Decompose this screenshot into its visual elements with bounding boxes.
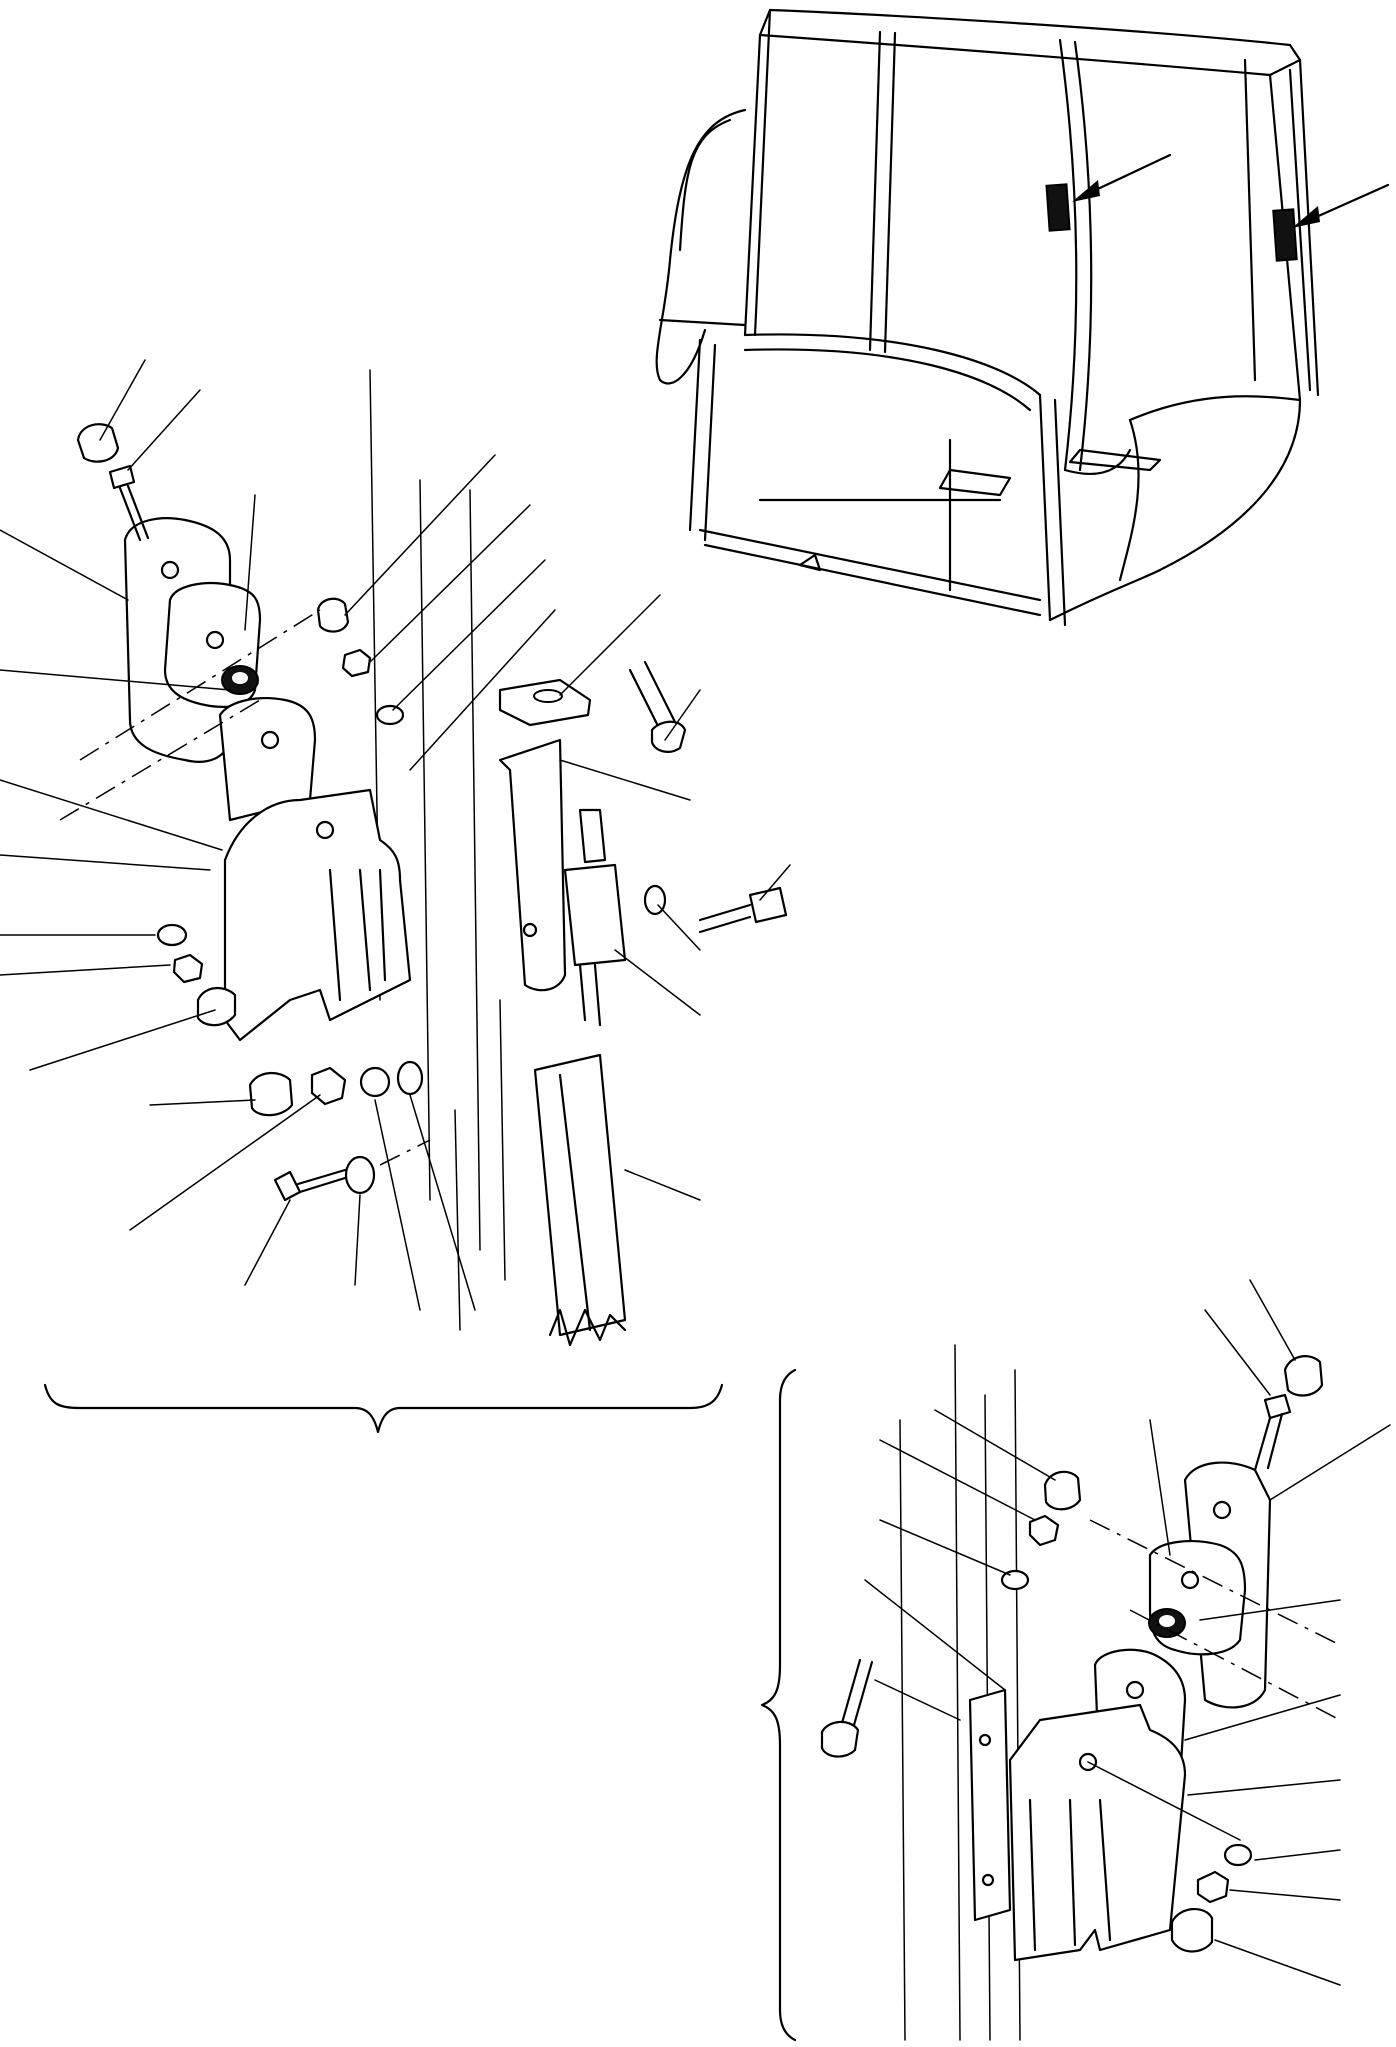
- cab-side-frame: [1048, 38, 1320, 622]
- bolt-left-right-view: [820, 1658, 874, 1758]
- acorn-nut-bottom: [248, 1072, 294, 1117]
- cab-overview: [655, 8, 1390, 627]
- grouping-brace-horizontal: [43, 1383, 724, 1434]
- screw-top-right: [1253, 1393, 1292, 1472]
- hinge-assembly-left: [0, 359, 791, 1347]
- washer-small-right: [1000, 1569, 1030, 1591]
- hinge-location-marker-right: [1272, 208, 1298, 262]
- cab-floor: [758, 438, 1162, 592]
- hex-nut-lower-right: [1196, 1870, 1230, 1904]
- hinge-bracket: [223, 788, 412, 1042]
- hinge-assembly-right: [820, 1279, 1391, 2041]
- screw-cup-washer: [344, 1155, 376, 1195]
- hex-nut-small: [341, 648, 372, 678]
- cap-nut-top: [76, 423, 120, 463]
- hinge-plate-lower: [218, 697, 317, 822]
- cap-nut-top-right: [1283, 1355, 1324, 1397]
- hex-nut-large: [498, 678, 592, 727]
- door-post: [533, 1053, 627, 1347]
- cap-nut-lower-right: [1170, 1908, 1214, 1953]
- leader-lines-left: [0, 359, 791, 1311]
- washer-bottom: [396, 1060, 424, 1096]
- arrow-pointer-right: [1292, 183, 1390, 228]
- hex-nut-small-right: [1028, 1514, 1060, 1547]
- latch-pin: [563, 808, 627, 1027]
- hinge-bush-right: [1148, 1608, 1186, 1638]
- hex-nut-bottom: [310, 1066, 347, 1106]
- washer-lower-right: [1223, 1843, 1253, 1867]
- centerline-1: [79, 609, 321, 761]
- cab-roof: [743, 8, 1302, 337]
- hex-nut-lower: [172, 953, 204, 984]
- latch-strip-right: [968, 1688, 1012, 1922]
- latch-bracket: [498, 738, 567, 992]
- self-tapping-screw: [273, 1168, 347, 1202]
- grouping-brace-vertical: [760, 1368, 797, 2042]
- centerline-3: [379, 1139, 431, 1166]
- cab-handrail: [655, 108, 747, 385]
- bolt-upper-right: [628, 660, 687, 753]
- screw-top: [108, 464, 150, 542]
- cab-front-frame: [688, 30, 1067, 627]
- arrow-pointer-left: [1072, 153, 1172, 202]
- hinge-bush: [221, 665, 259, 695]
- bolt-right: [698, 886, 788, 934]
- cap-nut-small: [316, 597, 350, 633]
- hinge-bracket-right: [1008, 1703, 1187, 1962]
- washer-lower: [156, 923, 188, 947]
- hinge-location-marker-left: [1045, 183, 1071, 232]
- cap-nut-lower: [196, 987, 237, 1027]
- washer-small: [375, 704, 405, 726]
- centerline-2: [59, 699, 261, 821]
- star-washer: [359, 1066, 391, 1098]
- centerline-right-1: [1089, 1519, 1341, 1646]
- cap-nut-small-right: [1043, 1470, 1082, 1511]
